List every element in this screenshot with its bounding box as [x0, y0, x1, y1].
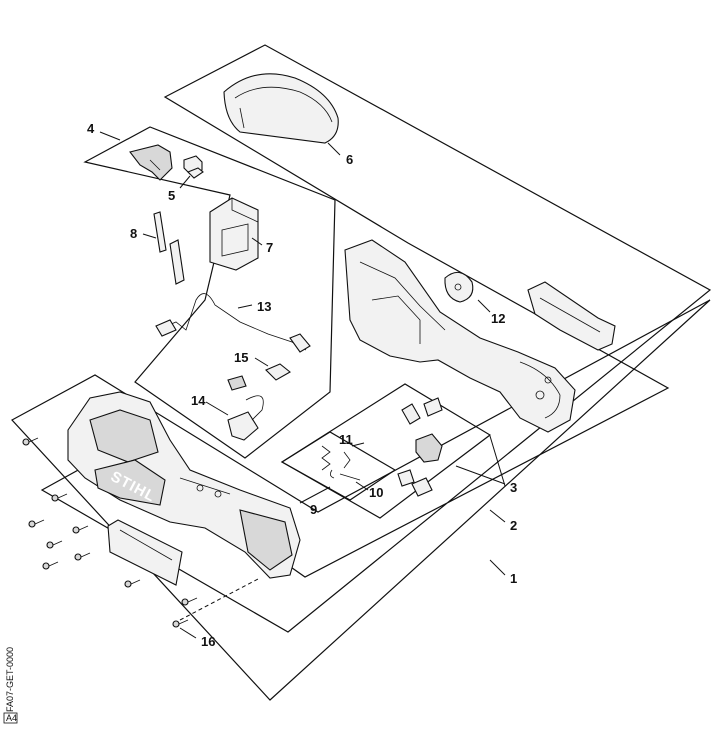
part-4-clip[interactable]: [99, 131, 173, 181]
part-16-screws[interactable]: [22, 437, 261, 639]
callout-3: 3: [510, 480, 517, 495]
part-10-pin[interactable]: [330, 469, 369, 491]
leader-9: [299, 486, 331, 504]
part-12-gasket[interactable]: [444, 271, 474, 303]
part-14-switch[interactable]: [205, 375, 264, 441]
callout-6: 6: [346, 152, 353, 167]
part-15-connector[interactable]: [254, 357, 291, 381]
leader-1: [489, 559, 506, 576]
part-8-strips[interactable]: [142, 211, 185, 285]
callout-11: 11: [339, 432, 353, 447]
callout-2: 2: [510, 518, 517, 533]
part-13-cable[interactable]: [155, 293, 311, 353]
callout-12: 12: [491, 311, 505, 326]
callout-5: 5: [168, 188, 175, 203]
callout-15: 15: [234, 350, 248, 365]
upper-housing[interactable]: [344, 239, 576, 433]
part-5-insert[interactable]: [179, 155, 204, 189]
cover-strip[interactable]: [107, 519, 183, 586]
lower-housing[interactable]: STIHL: [67, 391, 301, 579]
callout-8: 8: [130, 226, 137, 241]
leader-3: [489, 435, 506, 487]
frame-group-9: [280, 431, 397, 501]
callout-1: 1: [510, 571, 517, 586]
callout-4: 4: [87, 121, 95, 136]
callout-7: 7: [266, 240, 273, 255]
drawing-code-box: [3, 712, 18, 724]
drawing-code: FA07-GET-0000: [5, 647, 15, 712]
part-12-grip[interactable]: [477, 281, 616, 351]
part-7-block[interactable]: [209, 197, 263, 271]
callout-16: 16: [201, 634, 215, 649]
part-6-cover[interactable]: [223, 73, 341, 156]
frame-assembly-1: [11, 299, 711, 701]
callout-9: 9: [310, 502, 317, 517]
leader-2: [489, 509, 506, 523]
callout-13: 13: [257, 299, 271, 314]
part-3-switch-parts[interactable]: [397, 397, 506, 497]
callout-14: 14: [191, 393, 206, 408]
part-11-spring[interactable]: [321, 442, 365, 471]
callout-10: 10: [369, 485, 383, 500]
drawing-code-suffix: A4: [6, 713, 17, 723]
frame-subassembly-3: [280, 383, 492, 519]
